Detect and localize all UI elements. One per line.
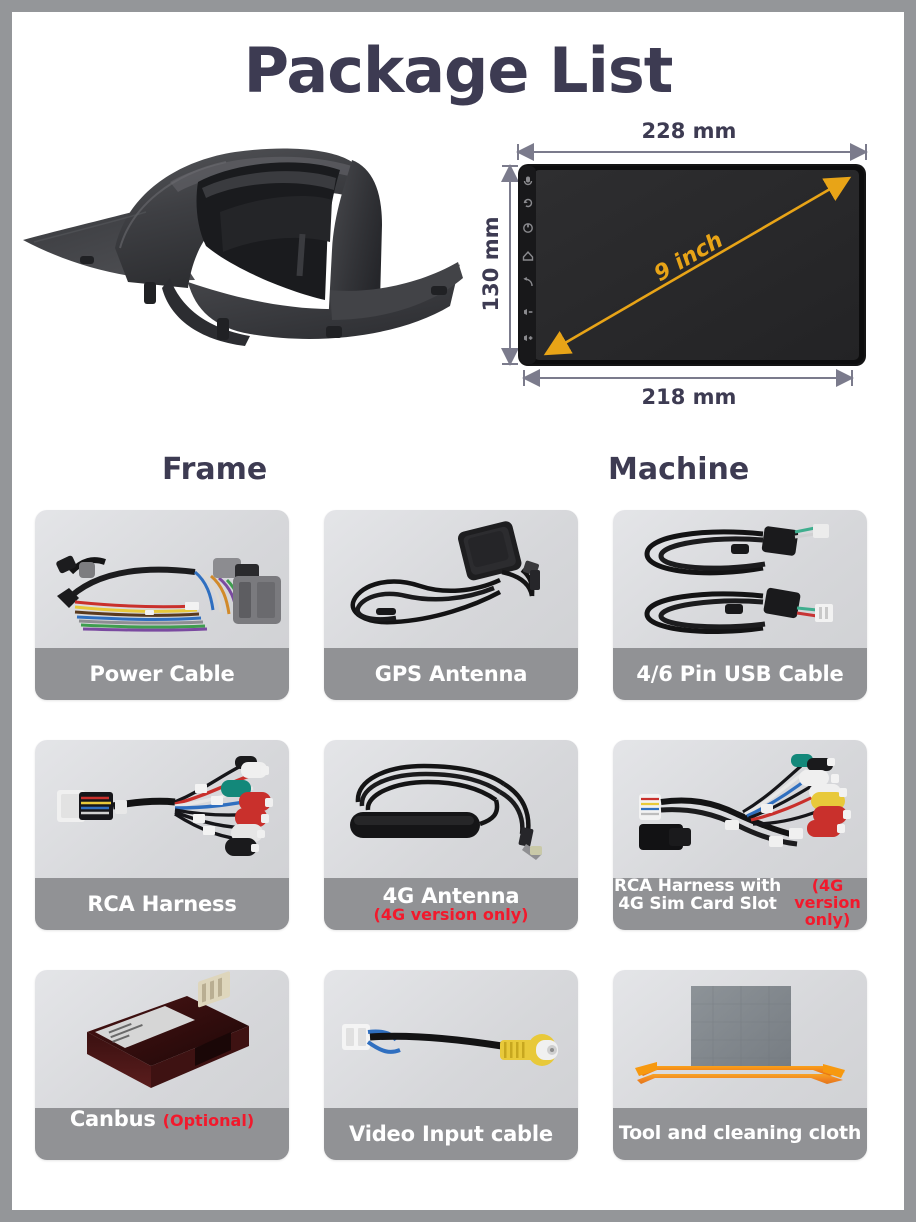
- rca-harness-4g-sim-icon: [639, 754, 851, 850]
- card-label: Tool and cleaning cloth: [613, 1108, 867, 1160]
- page-title: Package List: [243, 34, 674, 107]
- machine-caption: Machine: [608, 452, 750, 487]
- canbus-image: [35, 970, 289, 1108]
- package-items-grid: Power Cable: [35, 510, 904, 1160]
- rca-harness-icon: [57, 756, 273, 856]
- package-card-rca-harness[interactable]: RCA Harness: [35, 740, 289, 930]
- card-label: Power Cable: [35, 648, 289, 700]
- rca-harness-image: [35, 740, 289, 878]
- dashboard-frame-icon: [23, 148, 463, 346]
- gps-antenna-icon: [350, 521, 540, 625]
- card-label: GPS Antenna: [324, 648, 578, 700]
- gps-antenna-image: [324, 510, 578, 648]
- package-card-canbus[interactable]: Canbus (Optional): [35, 970, 289, 1160]
- card-label-text: Tool and cleaning cloth: [618, 1122, 862, 1145]
- dim-bottom-width-label: 218 mm: [642, 385, 737, 406]
- hero-section: 228 mm 130 mm: [12, 116, 904, 446]
- 4g-antenna-image: [324, 740, 578, 878]
- video-input-cable-icon: [342, 1024, 558, 1066]
- card-label-note: (4G version only): [373, 904, 529, 924]
- hero-captions: Frame Machine: [12, 452, 904, 504]
- card-label-text: RCA Harness: [87, 891, 237, 916]
- tool-and-cloth-icon: [635, 986, 845, 1084]
- dim-top-width-label: 228 mm: [642, 119, 737, 143]
- rca-harness-4g-sim-image: [613, 740, 867, 878]
- power-cable-image: [35, 510, 289, 648]
- card-label: RCA Harness with 4G Sim Card Slot (4G ve…: [613, 876, 867, 930]
- card-label-text: Canbus: [69, 1107, 156, 1131]
- power-cable-icon: [56, 555, 281, 632]
- dim-height-label: 130 mm: [479, 217, 503, 312]
- card-label-text: Video Input cable: [349, 1121, 553, 1146]
- 4g-antenna-icon: [350, 763, 542, 860]
- card-label-note: (Optional): [162, 1111, 255, 1130]
- head-unit-dimension-diagram: 228 mm 130 mm: [479, 119, 868, 406]
- card-label: Video Input cable: [324, 1108, 578, 1160]
- card-label: Canbus (Optional): [35, 1108, 289, 1160]
- package-card-gps-antenna[interactable]: GPS Antenna: [324, 510, 578, 700]
- card-label: RCA Harness: [35, 878, 289, 930]
- frame-illustration: [20, 130, 470, 380]
- card-label-text: 4G Antenna: [382, 883, 520, 908]
- card-label-text: GPS Antenna: [374, 661, 528, 686]
- package-card-video-input-cable[interactable]: Video Input cable: [324, 970, 578, 1160]
- canbus-box-icon: [87, 971, 249, 1088]
- package-card-rca-harness-4g-sim[interactable]: RCA Harness with 4G Sim Card Slot (4G ve…: [613, 740, 867, 930]
- card-label-text: RCA Harness with 4G Sim Card Slot: [613, 876, 782, 914]
- card-label-note: (4G version only): [794, 876, 861, 929]
- video-input-cable-image: [324, 970, 578, 1108]
- package-card-usb-cable[interactable]: 4/6 Pin USB Cable: [613, 510, 867, 700]
- frame-caption: Frame: [162, 452, 268, 487]
- usb-cable-icon: [644, 524, 833, 634]
- usb-cable-image: [613, 510, 867, 648]
- package-card-tool-cleaning-cloth[interactable]: Tool and cleaning cloth: [613, 970, 867, 1160]
- card-label: 4/6 Pin USB Cable: [613, 648, 867, 700]
- machine-illustration: 228 mm 130 mm: [474, 116, 894, 406]
- card-label-text: 4/6 Pin USB Cable: [636, 661, 844, 686]
- side-button-icons: [522, 176, 534, 341]
- package-list-page: Package List: [12, 12, 904, 1210]
- card-label: 4G Antenna (4G version only): [324, 878, 578, 930]
- card-label-text: Power Cable: [89, 661, 235, 686]
- package-card-4g-antenna[interactable]: 4G Antenna (4G version only): [324, 740, 578, 930]
- tool-and-cloth-image: [613, 970, 867, 1108]
- package-card-power-cable[interactable]: Power Cable: [35, 510, 289, 700]
